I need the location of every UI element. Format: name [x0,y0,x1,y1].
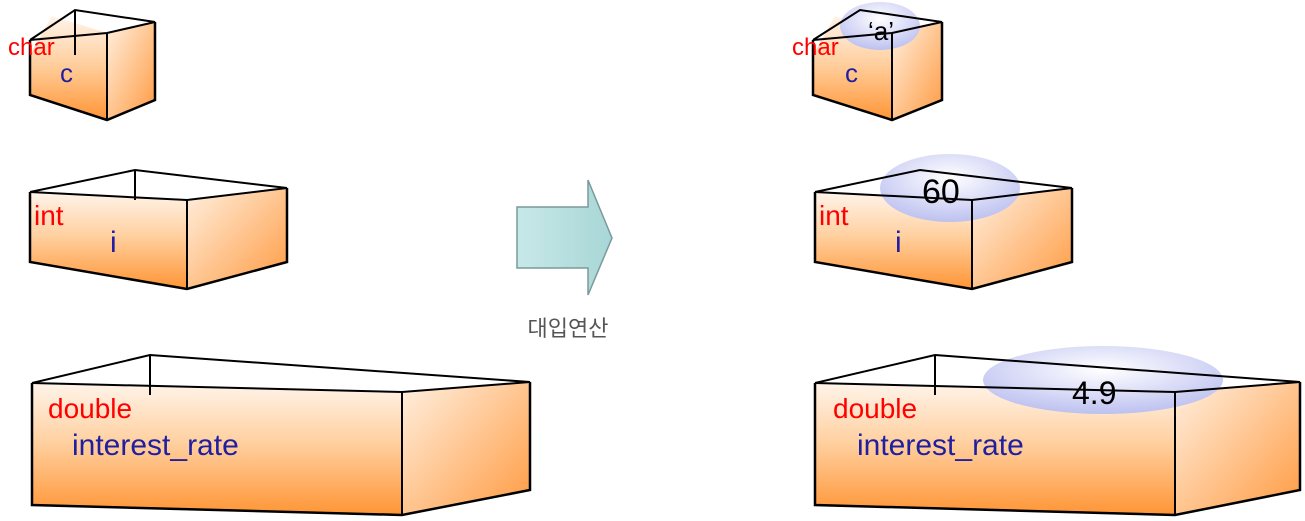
char-type-label: char [8,34,55,61]
double-type-label: double [48,393,132,424]
double-variable-box-before: double interest_rate [30,353,532,517]
double-value: 4.9 [1072,375,1116,411]
int-variable-box-after: 60 int i [813,154,1074,291]
double-type-label: double [833,393,917,424]
assignment-operation-label: 대입연산 [528,317,609,342]
char-type-label: char [792,34,839,61]
int-type-label: int [34,200,64,231]
char-variable-box-before: char c [8,8,157,122]
char-variable-box-after: ‘a’ char c [792,2,944,122]
int-var-name: i [110,226,117,259]
double-variable-box-after: 4.9 double interest_rate [813,346,1302,517]
char-var-name: c [845,58,858,88]
int-value: 60 [922,173,960,211]
int-type-label: int [819,200,849,231]
char-var-name: c [60,58,73,88]
double-var-name: interest_rate [857,429,1024,462]
int-variable-box-before: int i [28,168,289,291]
char-value-blob [840,2,920,50]
char-value: ‘a’ [868,16,894,46]
double-var-name: interest_rate [72,429,239,462]
int-var-name: i [895,226,902,259]
right-arrow-icon [516,179,613,296]
